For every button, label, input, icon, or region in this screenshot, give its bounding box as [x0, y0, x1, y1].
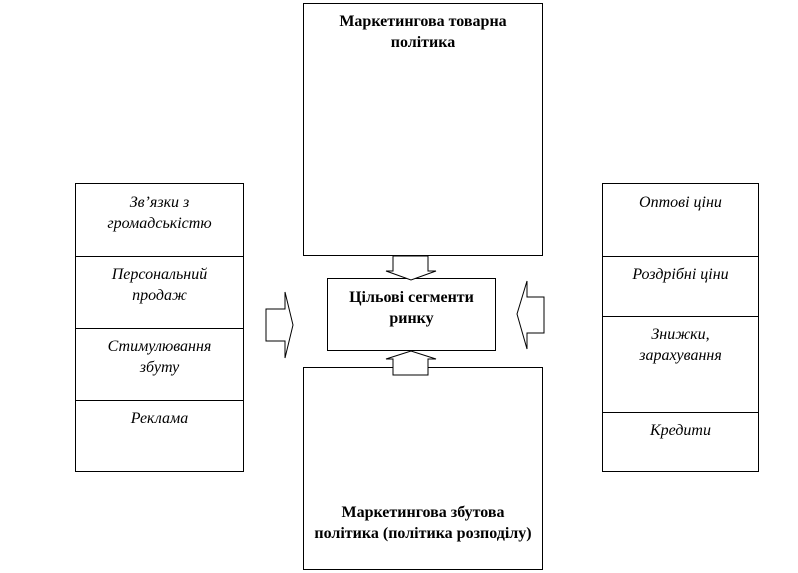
promotion-item: Реклама — [130, 410, 189, 427]
pricing-divider — [603, 316, 758, 317]
promotion-item: Стимулювання збуту — [107, 338, 212, 376]
product-policy-title: Маркетингова товарна політика — [339, 13, 507, 51]
promotion-item: Персональний продаж — [111, 266, 208, 304]
promotion-divider — [76, 400, 243, 401]
product-policy-box: Маркетингова товарна політика — [303, 3, 543, 256]
up-arrow — [385, 350, 437, 376]
distribution-policy-box: Маркетингова збутова політика (політика … — [303, 367, 543, 570]
promotion-divider — [76, 328, 243, 329]
promotion-box: Зв’язки з громадськістю Персональний про… — [75, 183, 244, 472]
pricing-item: Роздрібні ціни — [632, 266, 729, 283]
target-segments-title: Цільові сегменти ринку — [349, 289, 474, 327]
pricing-box: Оптові ціни Роздрібні ціни Знижки, зарах… — [602, 183, 759, 472]
distribution-policy-title: Маркетингова збутова політика (політика … — [314, 504, 532, 542]
pricing-item: Знижки, зарахування — [639, 326, 722, 364]
promotion-divider — [76, 256, 243, 257]
target-segments-box: Цільові сегменти ринку — [327, 278, 496, 351]
pricing-divider — [603, 412, 758, 413]
right-arrow — [265, 291, 294, 359]
pricing-item: Оптові ціни — [639, 194, 722, 211]
down-arrow — [385, 255, 437, 281]
pricing-divider — [603, 256, 758, 257]
promotion-item: Зв’язки з громадськістю — [107, 194, 212, 232]
left-arrow — [516, 280, 545, 350]
pricing-item: Кредити — [650, 422, 711, 439]
